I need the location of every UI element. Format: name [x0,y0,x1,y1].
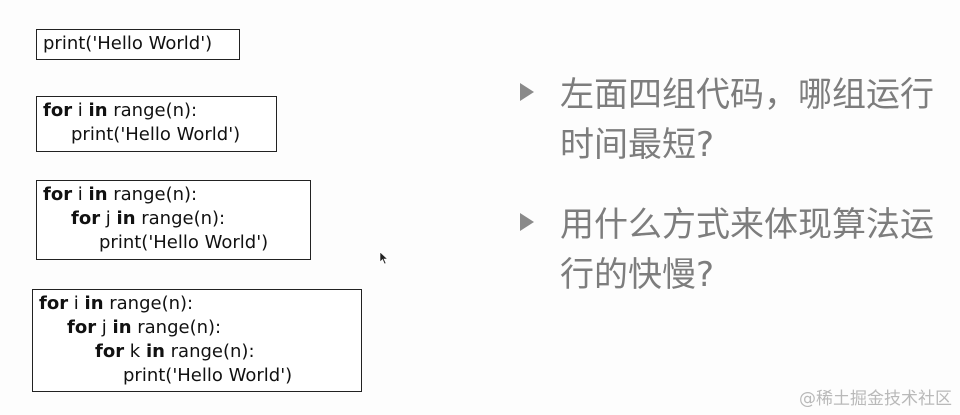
code-text: j [100,208,117,229]
code-line: for i in range(n): [43,99,270,123]
code-text: print('Hello World') [43,33,213,54]
code-block-1: print('Hello World') [36,29,240,60]
bullet-item: 用什么方式来体现算法运行的快慢? [520,200,950,300]
code-block-2: for i in range(n): print('Hello World') [36,96,277,152]
code-line: print('Hello World') [43,32,233,56]
code-text: i [72,100,89,121]
bullet-text: 用什么方式来体现算法运行的快慢? [560,205,934,295]
keyword: for [95,341,125,362]
keyword: for [39,293,69,314]
code-text: range(n): [107,100,198,121]
code-line: for j in range(n): [39,316,355,340]
code-line: for j in range(n): [43,207,304,231]
triangle-right-icon [520,213,534,231]
code-line: print('Hello World') [39,364,355,388]
code-line: for k in range(n): [39,340,355,364]
code-block-4: for i in range(n): for j in range(n): fo… [32,289,362,392]
code-text: i [68,293,85,314]
code-text: j [96,317,113,338]
code-text: range(n): [135,208,226,229]
keyword: for [67,317,97,338]
code-line: print('Hello World') [43,123,270,147]
mouse-pointer-icon [379,251,389,265]
keyword: in [145,341,165,362]
keyword: in [116,208,136,229]
code-text: i [72,184,89,205]
triangle-right-icon [520,83,534,101]
code-text: range(n): [131,317,222,338]
keyword: in [84,293,104,314]
bullet-text: 左面四组代码，哪组运行时间最短? [560,75,934,165]
keyword: in [112,317,132,338]
code-text: range(n): [107,184,198,205]
keyword: for [43,100,73,121]
keyword: for [43,184,73,205]
bullet-item: 左面四组代码，哪组运行时间最短? [520,70,950,170]
question-list: 左面四组代码，哪组运行时间最短? 用什么方式来体现算法运行的快慢? [520,70,950,330]
code-text: k [124,341,146,362]
code-line: for i in range(n): [39,292,355,316]
keyword: in [88,100,108,121]
code-text: range(n): [103,293,194,314]
keyword: for [71,208,101,229]
code-text: print('Hello World') [123,365,293,386]
code-line: for i in range(n): [43,183,304,207]
code-line: print('Hello World') [43,231,304,255]
code-text: print('Hello World') [99,232,269,253]
code-text: print('Hello World') [71,124,241,145]
watermark: @稀土掘金技术社区 [799,389,952,409]
keyword: in [88,184,108,205]
code-block-3: for i in range(n): for j in range(n): pr… [36,180,311,260]
code-text: range(n): [164,341,255,362]
